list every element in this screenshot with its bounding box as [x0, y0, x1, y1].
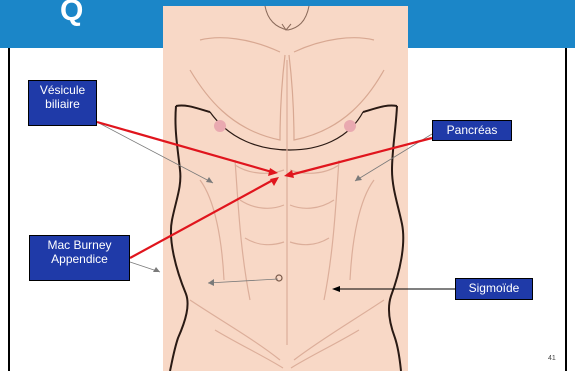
label-sigmoide-text: Sigmoïde	[459, 281, 529, 295]
gray-arrowhead	[153, 267, 160, 272]
label-pancreas: Pancréas	[432, 120, 512, 141]
label-vesicule-biliaire: Vésicule biliaire	[28, 80, 97, 126]
label-vesicule-line1: Vésicule	[32, 83, 93, 97]
label-vesicule-line2: biliaire	[32, 97, 93, 111]
left-nipple	[214, 120, 226, 132]
right-nipple	[344, 120, 356, 132]
label-mac-burney-line1: Mac Burney	[33, 238, 126, 252]
skin-panel	[163, 6, 408, 371]
label-pancreas-text: Pancréas	[436, 123, 508, 137]
label-sigmoide: Sigmoïde	[455, 278, 533, 300]
label-mac-burney-line2: Appendice	[33, 252, 126, 266]
page-number: 41	[548, 355, 556, 362]
label-mac-burney-appendice: Mac Burney Appendice	[29, 235, 130, 281]
